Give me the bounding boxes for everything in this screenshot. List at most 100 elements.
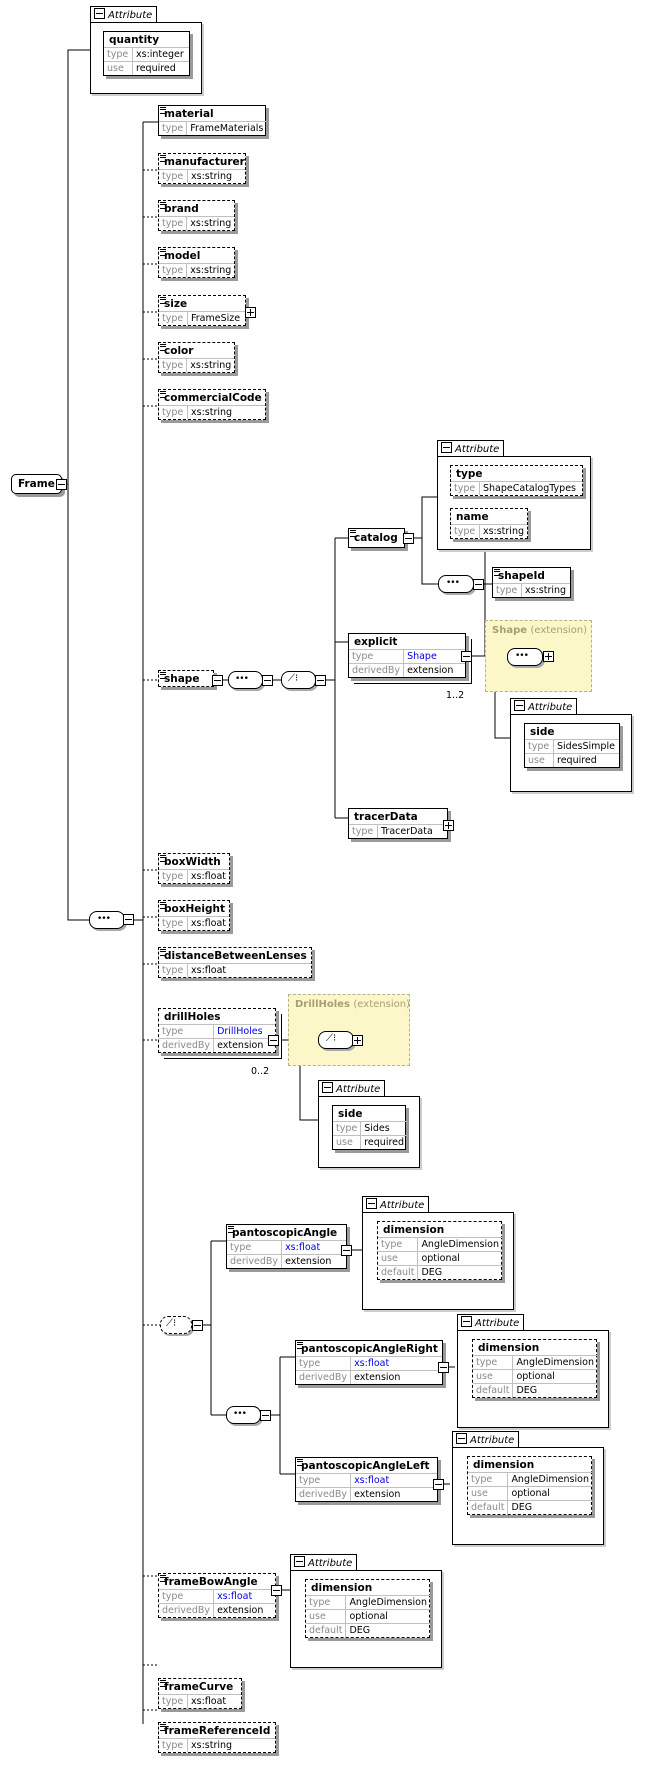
element-grip-icon [160,902,166,909]
attribute-tab: Attribute [457,1314,525,1330]
attribute-tab: Attribute [437,440,505,456]
collapse-icon[interactable] [271,1585,282,1596]
root-name: Frame [18,478,55,490]
element-shape[interactable]: shape [158,670,214,687]
element-grip-icon [160,672,166,679]
expand-icon[interactable] [245,307,256,318]
choice-icon: ⟋⁝ [326,1033,337,1044]
collapse-icon[interactable] [461,1316,472,1327]
occurrence-label: 0..2 [251,1066,270,1077]
element-grip-icon [160,855,166,862]
occurrence-label: 1..2 [446,690,465,701]
attribute-tab: Attribute [290,1554,358,1570]
frame-collapse-icon[interactable] [56,479,67,490]
element-catalog[interactable]: catalog [348,528,405,548]
sequence-dots-icon: ••• [515,651,529,661]
element-grip-icon [160,107,166,114]
collapse-icon[interactable] [438,1362,449,1373]
attribute-tab: Attribute [510,698,578,714]
element-grip-icon [160,249,166,256]
collapse-icon[interactable] [123,914,134,925]
choice-compositor-shape[interactable] [281,671,316,689]
sequence-dots-icon: ••• [235,674,249,684]
collapse-icon[interactable] [322,1082,333,1093]
element-grip-icon [297,1459,303,1466]
collapse-icon[interactable] [403,533,414,544]
element-grip-icon [160,297,166,304]
collapse-icon[interactable] [260,1410,271,1421]
collapse-icon[interactable] [315,675,326,686]
choice-icon: ⟋⁝ [166,1318,177,1329]
collapse-icon[interactable] [366,1198,377,1209]
collapse-icon[interactable] [212,675,223,686]
expand-icon[interactable] [352,1035,363,1046]
element-grip-icon [160,202,166,209]
element-grip-icon [350,530,356,537]
collapse-icon[interactable] [268,1035,279,1046]
collapse-icon[interactable] [192,1320,203,1331]
root-element-frame[interactable]: Frame [11,474,62,494]
attribute-tab: Attribute [452,1431,520,1447]
attribute-tab: Attribute [318,1080,386,1096]
element-grip-icon [160,344,166,351]
collapse-icon[interactable] [441,442,452,453]
collapse-icon[interactable] [433,1479,444,1490]
element-grip-icon [160,1575,166,1582]
collapse-icon[interactable] [262,675,273,686]
sequence-dots-icon: ••• [97,914,111,924]
expand-icon[interactable] [443,820,454,831]
element-grip-icon [160,949,166,956]
element-grip-icon [297,1342,303,1349]
element-grip-icon [160,391,166,398]
collapse-icon[interactable] [341,1245,352,1256]
element-grip-icon [228,1226,234,1233]
choice-icon: ⟋⁝ [288,673,299,684]
element-grip-icon [494,569,500,576]
collapse-icon[interactable] [514,700,525,711]
element-grip-icon [160,155,166,162]
element-grip-icon [160,1724,166,1731]
collapse-icon[interactable] [461,651,472,662]
expand-icon[interactable] [543,651,554,662]
sequence-dots-icon: ••• [446,578,460,588]
extension-box-drillholes: DrillHoles (extension) [288,994,410,1066]
sequence-dots-icon: ••• [233,1409,247,1419]
collapse-icon[interactable] [294,1556,305,1567]
collapse-icon[interactable] [456,1433,467,1444]
collapse-icon[interactable] [473,579,484,590]
sequence-compositor-explicit[interactable] [507,648,543,666]
choice-compositor-pantoscopic[interactable] [160,1316,192,1334]
element-grip-icon [160,1680,166,1687]
collapse-icon[interactable] [94,8,105,19]
attribute-tab: Attribute [362,1196,430,1212]
